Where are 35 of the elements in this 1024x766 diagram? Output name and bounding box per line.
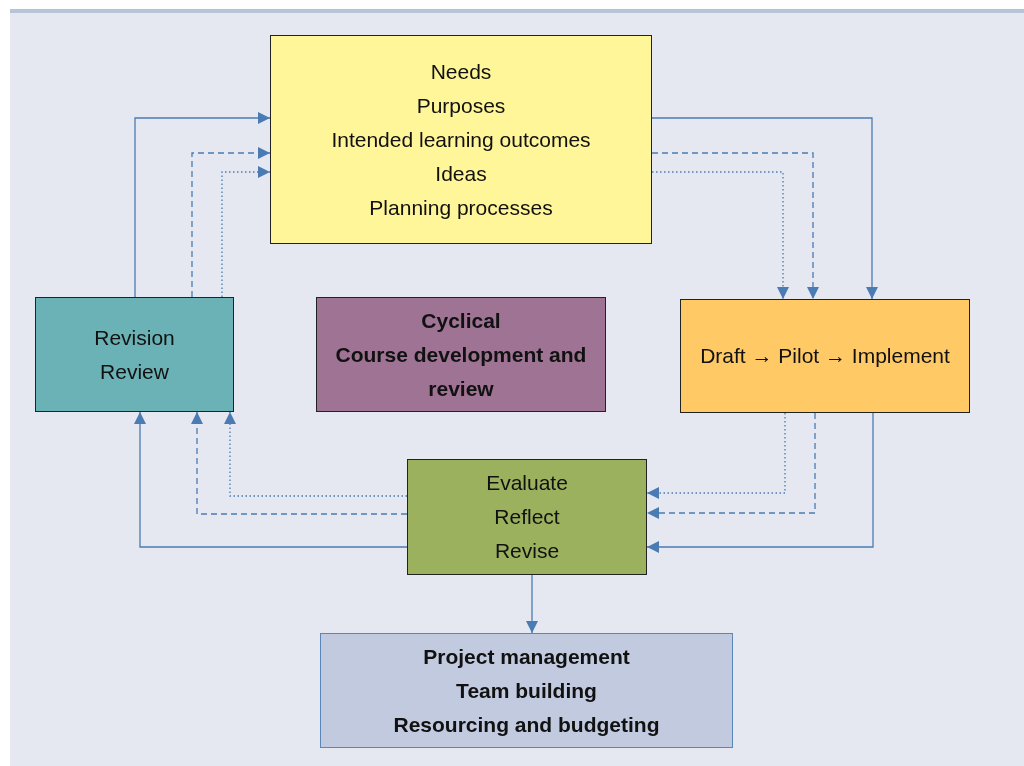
arrow: [651, 152, 819, 300]
arrow: [191, 411, 408, 515]
process-box: [316, 297, 606, 412]
box-text: Reflect: [494, 504, 560, 530]
box-text: Team building: [456, 677, 597, 704]
box-text: Draft → Pilot → Implement: [700, 343, 950, 369]
arrow: [134, 112, 271, 298]
arrow: [651, 117, 878, 300]
arrow: [646, 412, 874, 553]
box-text: Purposes: [416, 92, 506, 119]
box-text: Ideas: [435, 160, 487, 187]
arrow: [646, 412, 786, 499]
process-box: [680, 299, 970, 413]
box-text: Project management: [423, 643, 630, 670]
arrow: [526, 574, 538, 634]
arrow: [191, 147, 271, 298]
box-text: Course development and review: [334, 341, 588, 402]
arrow: [651, 171, 789, 300]
box-text: Planning processes: [369, 194, 553, 221]
arrow: [224, 411, 408, 497]
arrow: [134, 411, 408, 548]
box-text: Review: [100, 358, 169, 385]
process-box: [35, 297, 234, 412]
box-text: Resourcing and budgeting: [393, 711, 660, 738]
box-text: Evaluate: [486, 470, 568, 496]
process-box: [320, 633, 733, 748]
box-text: Revision: [94, 324, 175, 351]
arrow: [646, 412, 816, 519]
box-text: Needs: [430, 58, 492, 85]
box-text: Revise: [494, 538, 560, 564]
box-text: Intended learning outcomes: [331, 126, 591, 153]
arrow: [221, 166, 271, 298]
process-box: [407, 459, 647, 575]
process-box: [270, 35, 652, 244]
box-text: Cyclical: [421, 307, 501, 334]
